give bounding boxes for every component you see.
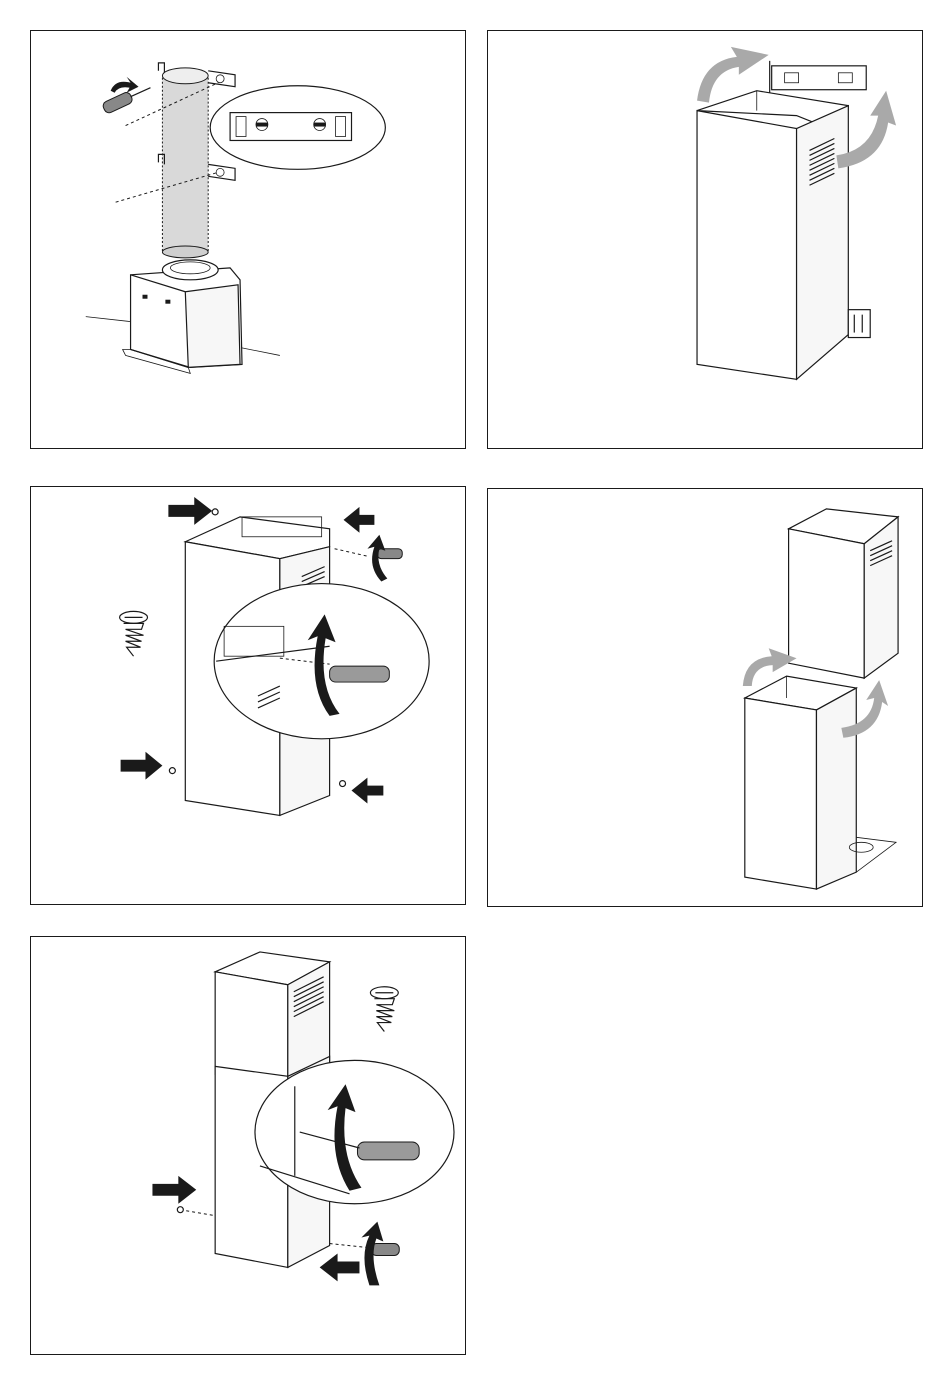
motor-housing xyxy=(123,260,242,373)
step-5-panel xyxy=(30,936,466,1355)
push-arrow-right-icon xyxy=(320,1253,360,1281)
top-bracket xyxy=(770,61,867,93)
bottom-bracket xyxy=(848,310,870,338)
chimney-cover xyxy=(697,91,848,380)
push-arrow-top-left-icon xyxy=(168,497,212,525)
lower-chimney-placement-illustration xyxy=(488,489,922,906)
screwdriver-icon xyxy=(377,549,402,559)
upper-chimney-section xyxy=(789,509,898,678)
upper-chimney-illustration xyxy=(488,31,922,448)
screw-icon xyxy=(120,611,148,656)
lower-chimney-screws-illustration xyxy=(31,937,465,1354)
upper-chimney-screws-illustration xyxy=(31,487,465,904)
push-arrow-top-right-icon xyxy=(344,507,375,533)
screwdriver-icon xyxy=(102,88,151,115)
rotate-arrow-icon xyxy=(111,77,139,93)
screw-detail-zoom xyxy=(214,584,429,739)
step-2-panel xyxy=(487,30,923,449)
step-1-panel xyxy=(30,30,466,449)
screw-detail-zoom xyxy=(255,1060,454,1203)
bracket-detail-zoom xyxy=(210,86,385,170)
lower-chimney-section xyxy=(745,676,856,889)
exhaust-duct xyxy=(162,68,208,258)
screwdriver-icon xyxy=(371,1244,399,1256)
push-arrow-left-icon xyxy=(152,1176,196,1204)
push-arrow-bottom-right-icon xyxy=(352,778,384,804)
push-arrow-bottom-left-icon xyxy=(121,752,163,780)
screw-icon xyxy=(370,987,398,1032)
step-3-panel xyxy=(30,486,466,905)
duct-mounting-illustration xyxy=(31,31,465,448)
step-4-panel xyxy=(487,488,923,907)
